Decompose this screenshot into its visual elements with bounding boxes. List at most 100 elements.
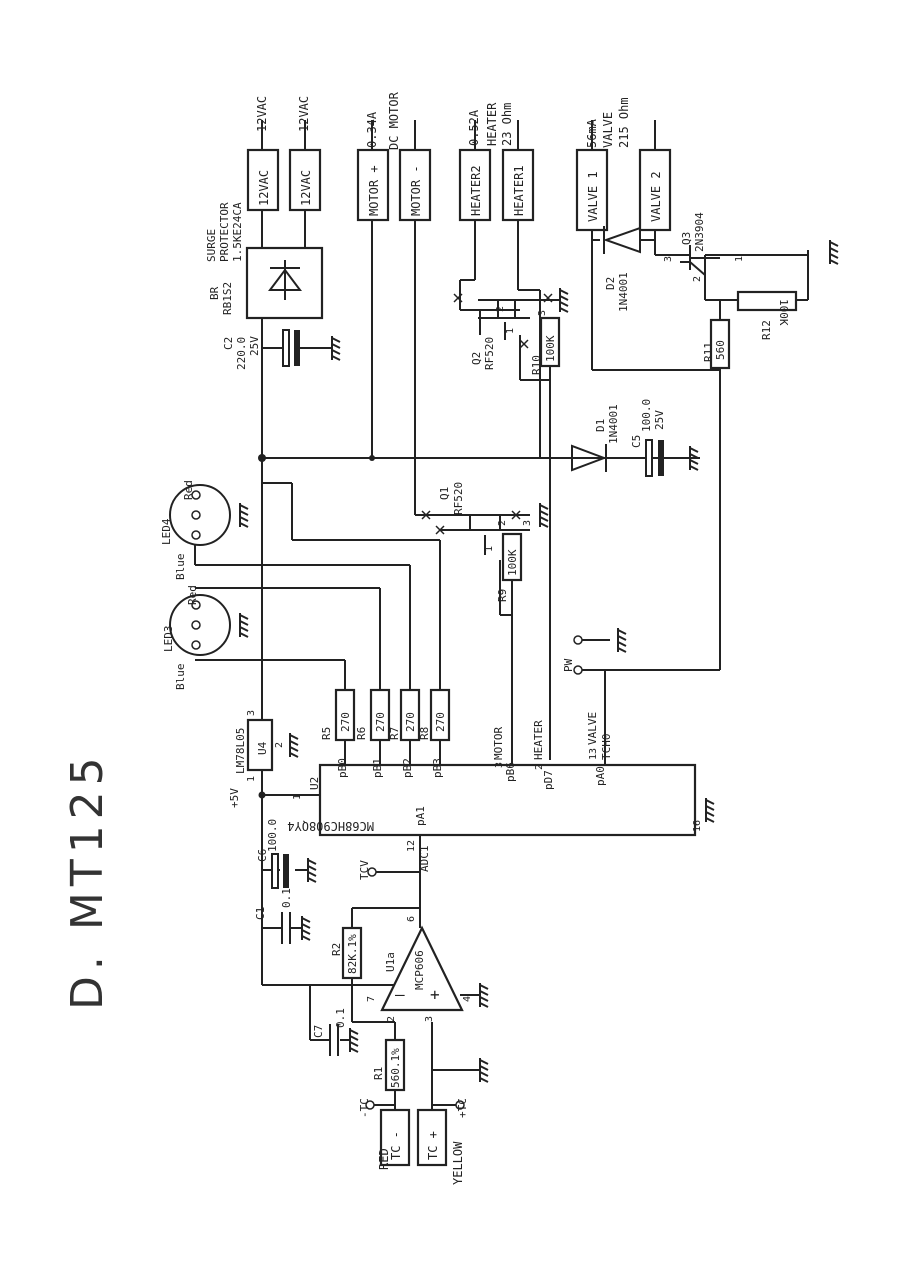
c7-label: C7 [312, 1025, 325, 1038]
valve2-terminal: VALVE 2 [638, 148, 672, 232]
pw-switch [573, 635, 583, 675]
u4-part: LM78L05 [234, 728, 247, 774]
plus5v-label: +5V [228, 788, 241, 808]
motor-minus-terminal: MOTOR - [398, 148, 432, 222]
r8-label: R8 [418, 727, 431, 740]
pa0-label: pA0 [594, 766, 607, 786]
capacitor-c1 [281, 912, 291, 944]
svg-text:MOTOR +: MOTOR + [367, 165, 381, 216]
mcu-u2: MC68HC908QY4 [287, 763, 697, 837]
led4-red: Red [182, 480, 195, 500]
opamp-u1a: – + [380, 925, 464, 1012]
u1-pin7: 7 [366, 996, 377, 1002]
q2-pin3: 3 [537, 310, 548, 316]
junction-dot [258, 791, 266, 799]
led4-label: LED4 [160, 518, 173, 545]
svg-text:270: 270 [374, 712, 387, 732]
r7-label: R7 [388, 727, 401, 740]
r12-label: R12 [760, 320, 773, 340]
svg-text:12VAC: 12VAC [299, 170, 313, 206]
d1-label: D1 [594, 419, 607, 432]
tc-minus-label: -TC [358, 1098, 371, 1118]
capacitor-c6 [271, 853, 289, 889]
r2-label: R2 [330, 943, 343, 956]
red-wire-label: RED [377, 1148, 391, 1170]
c2-value: 220.0 [235, 337, 248, 370]
led3-red: Red [186, 585, 199, 605]
surge-label: SURGE [205, 229, 218, 262]
q1-pin1: 1 [484, 546, 495, 552]
svg-text:560.1%: 560.1% [389, 1048, 402, 1088]
tc-plus-terminal: TC + [416, 1108, 448, 1167]
svg-text:100K: 100K [506, 549, 519, 576]
tc-plus-label: +TC [456, 1098, 469, 1118]
resistor-r12: 100K [736, 290, 798, 326]
svg-text:U4: U4 [256, 741, 269, 755]
svg-text:VALVE 2: VALVE 2 [649, 171, 663, 222]
transistor-q3 [680, 245, 720, 276]
resistor-r6: 270 [369, 688, 391, 742]
br-label: BR [208, 286, 221, 300]
pb6-pin3: 3 [494, 762, 505, 768]
q2-label: Q2 [470, 352, 483, 365]
q2-pin1: 1 [505, 328, 516, 334]
svg-text:HEATER1: HEATER1 [512, 165, 526, 216]
tch0-label: TCH0 [600, 734, 613, 761]
c1-label: C1 [254, 907, 267, 920]
led3-label: LED3 [162, 626, 175, 653]
q2-part: RF520 [483, 337, 496, 370]
capacitor-c7 [329, 1024, 339, 1056]
pa1-label: pA1 [414, 806, 427, 826]
q3-pin1: 1 [734, 256, 745, 262]
br-part-label: RB1S2 [221, 282, 234, 315]
valve-ohm-label: 215 Ohm [617, 97, 631, 148]
heater-ohm-label: 23 Ohm [500, 103, 514, 146]
svg-text:82K.1%: 82K.1% [346, 934, 359, 974]
capacitor-c5 [645, 439, 664, 477]
pb3-label: pB3 [431, 758, 444, 778]
resistor-r11: 560 [709, 318, 731, 370]
u4-pin1: 1 [246, 776, 257, 782]
ac2-label: 12VAC [297, 96, 311, 132]
d2-part: 1N4001 [617, 272, 630, 312]
capacitor-c2 [282, 329, 300, 367]
u4-pin3: 3 [246, 710, 257, 716]
c6-label: C6 [256, 849, 269, 862]
junction-dot [258, 454, 266, 462]
valve1-terminal: VALVE 1 [575, 148, 609, 232]
svg-text:–: – [395, 985, 405, 1004]
valve-net-label: VALVE [586, 712, 599, 745]
svg-text:100K: 100K [544, 335, 557, 362]
q1-label: Q1 [438, 487, 451, 500]
svg-text:560: 560 [714, 340, 727, 360]
protector-label: PROTECTOR [218, 202, 231, 262]
tcv-label: TCV [358, 860, 371, 880]
svg-text:+: + [430, 985, 440, 1004]
junction-dot [369, 455, 375, 461]
motor-net-label: MOTOR [492, 727, 505, 760]
pin13-label: 13 [588, 748, 599, 760]
q3-label: Q3 [680, 232, 693, 245]
u4-pin2: 2 [274, 742, 285, 748]
resistor-r1: 560.1% [384, 1038, 406, 1092]
q2-pin2: 2 [495, 306, 506, 312]
resistor-r2: 82K.1% [341, 926, 363, 980]
led4-blue: Blue [174, 554, 187, 581]
svg-text:270: 270 [434, 712, 447, 732]
diode-d2 [602, 226, 641, 254]
motor-plus-terminal: MOTOR + [356, 148, 390, 222]
u1-pin6: 6 [406, 916, 417, 922]
c7-value: 0.1 [334, 1008, 347, 1028]
c6-value: 100.0 [266, 819, 279, 852]
r9-label: R9 [496, 589, 509, 602]
ac-input-2: 12VAC [288, 148, 322, 212]
u2-pin16: 16 [692, 820, 703, 832]
pb0-label: pB0 [336, 758, 349, 778]
valve-type-label: VALVE [601, 112, 615, 148]
d1-part: 1N4001 [607, 404, 620, 444]
resistor-r5: 270 [334, 688, 356, 742]
yellow-wire-label: YELLOW [451, 1141, 465, 1185]
r5-label: R5 [320, 727, 333, 740]
u1a-label: U1a [384, 952, 397, 972]
